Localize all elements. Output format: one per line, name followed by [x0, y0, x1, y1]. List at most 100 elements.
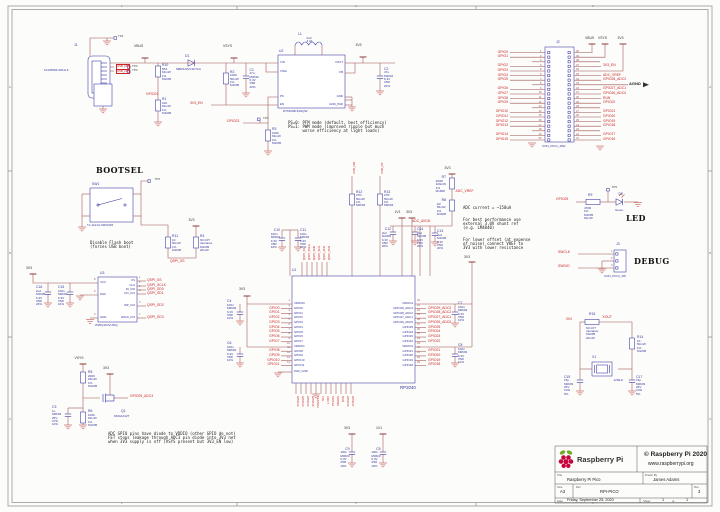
pin-number: 19: [538, 132, 542, 136]
raspberry-pi-logo-icon: [558, 450, 574, 468]
pin-number: 5: [288, 318, 290, 322]
ref-designator: C6: [227, 341, 232, 345]
agnd-arrow-icon: [643, 82, 649, 88]
ref-designator: C16: [36, 285, 43, 289]
connector-pin-icon: [547, 64, 551, 68]
pin-number: 11: [538, 95, 542, 99]
connector-pin-icon: [615, 259, 619, 263]
pin-name: GPIO25: [402, 324, 413, 329]
pin-number: 34: [576, 77, 579, 81]
pin-name: HOLD_IO3: [120, 315, 135, 319]
pin-number: 26: [576, 114, 579, 118]
connector-pin-icon: [567, 87, 571, 91]
url-text: www.raspberrypi.org: [648, 461, 694, 467]
net-label: GPIO29_ADC3: [428, 305, 452, 310]
net-label: GPIO28_ADC2: [428, 310, 452, 315]
label: 1V1: [376, 425, 383, 430]
ref-designator: C17: [636, 374, 643, 379]
net-label: GPIO12: [296, 396, 301, 407]
frame-outer: [7, 5, 713, 507]
net-label: GPIO15: [495, 136, 508, 141]
net-label: GPIO24: [146, 91, 159, 96]
net-label: ADC_VREF: [455, 189, 474, 193]
net-label: ADC_AVDD: [412, 219, 431, 223]
pin-name: VDDIO0: [294, 301, 305, 306]
label: 3: [592, 501, 594, 506]
heading-debug: DEBUG: [634, 255, 670, 266]
connector-pin-icon: [567, 83, 571, 87]
net-label: GPIO19: [603, 118, 616, 123]
connector-pin-icon: [567, 78, 571, 82]
pin-name: GPIO21: [402, 348, 413, 353]
label: 2: [355, 4, 357, 9]
component-value: CON_PICO_40W: [542, 144, 566, 148]
net-label: GPIO2: [497, 63, 508, 68]
sheet-title: Raspberry Pi Pico: [567, 476, 601, 482]
pin-number: 17: [538, 123, 542, 127]
net-label: GPIO22: [428, 338, 441, 343]
ref-designator: R3: [272, 127, 277, 131]
pin-name: GPIO5: [294, 329, 303, 334]
net-label: GPIO0: [497, 49, 508, 54]
wire: [574, 44, 593, 53]
net-label: GPIO4: [497, 72, 508, 77]
pin-name: GPIO3: [294, 320, 303, 325]
net-label: GPIO14: [306, 396, 311, 407]
net-label: GPIO9: [497, 100, 508, 105]
connector-pin-icon: [547, 120, 551, 123]
ref-designator: C8: [458, 343, 463, 347]
ref-designator: C9: [345, 446, 350, 451]
pin-name: GPIO22: [402, 339, 413, 344]
pin-number: 1: [288, 299, 290, 303]
net-label: GPIO25: [428, 324, 441, 329]
pin-name: PAD: [100, 292, 106, 296]
pin-number: 14: [287, 360, 290, 364]
ref-designator: R6: [88, 409, 93, 413]
pin-number: 5: [540, 68, 542, 72]
connector-pin-icon: [567, 106, 571, 110]
ref-designator: D2: [618, 191, 623, 196]
component-value: 10103594-0001LF: [44, 68, 69, 72]
ref-designator: Q1: [121, 408, 126, 413]
pin-number: 2: [139, 289, 141, 293]
pin-number: 16: [538, 118, 542, 122]
pin-name: VDDIO4: [402, 301, 413, 306]
pin-number: 1: [540, 49, 542, 53]
size-value: A3: [560, 489, 566, 494]
net-label: QSPI_SS: [170, 258, 185, 263]
rp2040-body: [291, 275, 416, 384]
ref-designator: C10: [273, 228, 280, 232]
label: TP3: [132, 68, 138, 73]
pin-number: 6: [540, 72, 542, 76]
connector-pin-icon: [547, 133, 551, 137]
net-label: GPIO18: [428, 362, 441, 367]
pin-number: 13: [538, 105, 542, 109]
testpoint-icon: [257, 117, 261, 121]
pin-name: GND_PAD: [329, 101, 343, 106]
component-value: Green: [615, 207, 624, 212]
pin-number: 4: [540, 63, 542, 67]
rev-label: Rev: [694, 485, 699, 489]
ref-designator: U2: [279, 48, 284, 53]
connector-pin-icon: [567, 92, 571, 96]
connector-pin-icon: [567, 74, 571, 77]
component-value: DMG1012T: [114, 413, 130, 418]
net-label: 3V3_EN: [603, 63, 616, 68]
wire: [32, 274, 98, 284]
sheet-number: 1: [662, 498, 665, 503]
label: TP5: [611, 185, 618, 189]
net-label: GPIO13: [301, 396, 306, 407]
sheet-label: Sheet: [643, 498, 651, 503]
pin-name: GPIO4: [294, 324, 303, 329]
pin-name: PAD_GND: [294, 369, 308, 374]
net-label: GPIO1: [497, 54, 508, 59]
pin-number: 35: [417, 332, 420, 336]
net-label: GPIO21: [603, 109, 616, 114]
